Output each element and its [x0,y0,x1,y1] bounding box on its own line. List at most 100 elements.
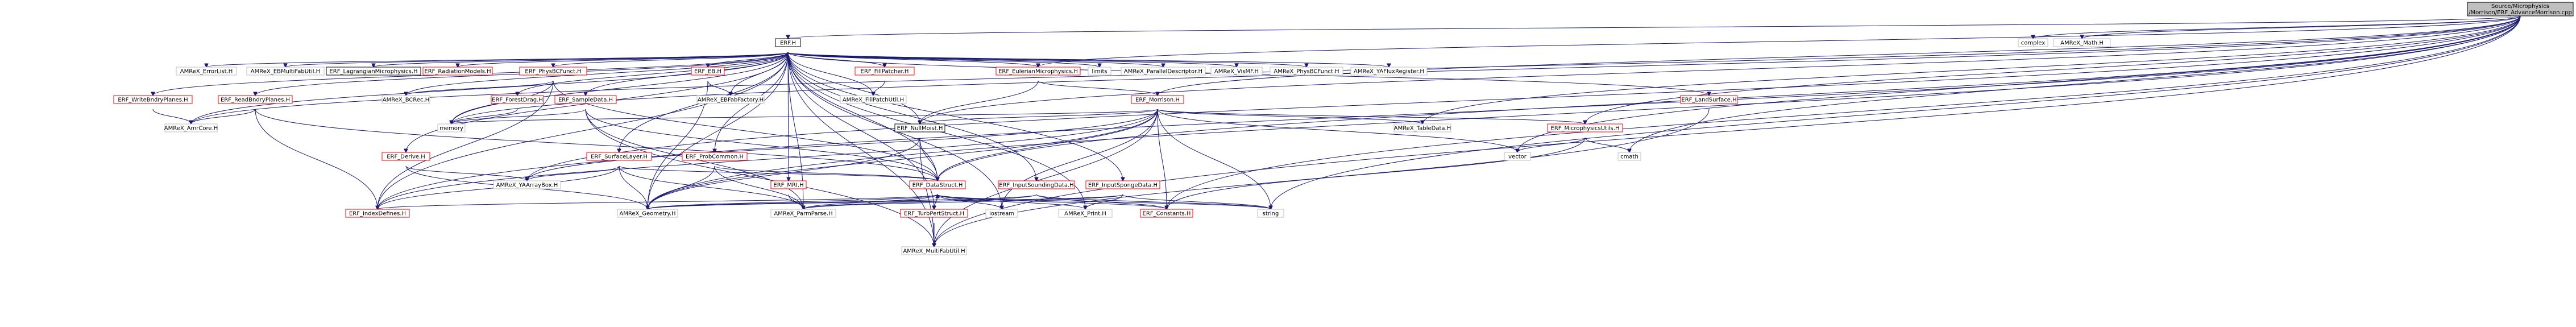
node-label: ERF_ForestDrag.H [492,97,543,104]
include-edge [803,194,938,209]
include-edge [206,52,789,67]
node-geometry[interactable]: AMReX_Geometry.H [617,209,678,218]
node-physbcfunct-erf[interactable]: ERF_PhysBCFunct.H [519,67,587,76]
node-derive[interactable]: ERF_Derive.H [381,152,430,161]
node-errorlist[interactable]: AMReX_ErrorList.H [176,67,237,76]
node-box [1270,67,1343,76]
node-limits[interactable]: limits [1088,67,1111,76]
node-inputsounding[interactable]: ERF_InputSoundingData.H [998,180,1075,189]
node-amrex-math-h[interactable]: AMReX_Math.H [2053,38,2111,47]
node-inputsponge[interactable]: ERF_InputSpongeData.H [1085,180,1160,189]
node-box [770,209,836,218]
node-writebndry[interactable]: ERF_WriteBndryPlanes.H [113,95,193,104]
include-edge [803,194,1037,209]
node-microphysicsutils[interactable]: ERF_MicrophysicsUtils.H [1547,123,1623,133]
node-fillpatcher[interactable]: ERF_FillPatcher.H [854,67,915,76]
node-amrex-print[interactable]: AMReX_Print.H [1058,209,1113,218]
include-edge [458,52,789,67]
node-sampledata[interactable]: ERF_SampleData.H [554,95,617,104]
include-edge [787,52,873,96]
node-label: string [1263,211,1279,217]
node-box [985,209,1018,218]
node-datastruct[interactable]: ERF_DataStruct.H [909,180,966,189]
node-string[interactable]: string [1257,209,1284,218]
node-indexdefines[interactable]: ERF_IndexDefines.H [345,209,410,218]
node-multifabutil[interactable]: AMReX_MultiFabUtil.H [901,246,967,255]
include-edge [707,80,731,96]
node-label: ERF_EB.H [694,69,721,75]
node-box [1680,95,1738,104]
include-edge [920,80,1039,124]
node-box [422,67,493,76]
node-vismf[interactable]: AMReX_VisMF.H [1210,67,1263,76]
node-lagrangian[interactable]: ERF_LagrangianMicrophysics.H [326,67,421,76]
node-box [1350,67,1428,76]
node-radiation[interactable]: ERF_RadiationModels.H [422,67,493,76]
node-complex[interactable]: complex [2018,38,2048,47]
node-label: ERF_LagrangianMicrophysics.H [329,69,417,75]
node-box [1547,123,1623,133]
node-ebfabfactory[interactable]: AMReX_EBFabFactory.H [696,95,765,104]
node-nullmoist[interactable]: ERF_NullMoist.H [894,123,945,133]
node-parmparse[interactable]: AMReX_ParmParse.H [770,209,836,218]
node-box [909,180,966,189]
node-mri[interactable]: ERF_MRI.H [770,180,807,189]
node-cmath[interactable]: cmath [1617,152,1641,161]
node-turbpertstruct[interactable]: ERF_TurbPertStruct.H [900,209,968,218]
node-box [2467,2,2574,16]
node-eb[interactable]: ERF_EB.H [691,67,725,76]
include-edge [255,109,378,209]
node-physbcfunct-amrex[interactable]: AMReX_PhysBCFunct.H [1270,67,1343,76]
node-forestdrag[interactable]: ERF_ForestDrag.H [491,95,544,104]
include-edge [1038,80,1158,96]
include-edge [1002,109,1158,209]
include-edge [787,52,938,181]
node-root[interactable]: Source/Microphysics/Morrison/ERF_Advance… [2467,2,2574,16]
include-edge [378,80,554,209]
dependency-edges [153,15,2521,247]
include-edge [937,194,1271,209]
node-amrcore[interactable]: AMReX_AmrCore.H [164,123,218,133]
node-label: iostream [989,211,1014,217]
node-box [164,123,218,133]
node-ebmultifabutil[interactable]: AMReX_EBMultiFabUtil.H [246,67,325,76]
node-eulerian[interactable]: ERF_EulerianMicrophysics.H [995,67,1081,76]
node-box [493,180,561,189]
node-label: AMReX_EBMultiFabUtil.H [251,69,320,75]
node-label: ERF_SurfaceLayer.H [591,154,648,160]
node-box [1617,152,1641,161]
node-constants[interactable]: ERF_Constants.H [1140,209,1193,218]
node-surfacelayer[interactable]: ERF_SurfaceLayer.H [586,152,652,161]
node-fillpatchutil[interactable]: AMReX_FillPatchUtil.H [840,95,907,104]
node-label: AMReX_Geometry.H [619,211,675,217]
node-landsurface[interactable]: ERF_LandSurface.H [1680,95,1738,104]
include-edge [1158,15,2521,96]
node-erf-h[interactable]: ERF.H [775,38,801,47]
node-bcrec[interactable]: AMReX_BCRec.H [381,95,430,104]
node-vector[interactable]: vector [1504,152,1531,161]
node-label: ERF_ProbCommon.H [686,154,744,160]
include-edge [378,194,938,209]
node-label: ERF.H [780,40,796,47]
include-edge [787,52,1237,67]
node-tabledata[interactable]: AMReX_TableData.H [1393,123,1451,133]
node-morrison[interactable]: ERF_Morrison.H [1131,95,1184,104]
node-readbndry[interactable]: ERF_ReadBndryPlanes.H [218,95,293,104]
include-edge [1585,15,2521,124]
node-yaarraybox[interactable]: AMReX_YAArrayBox.H [493,180,561,189]
node-memory[interactable]: memory [437,123,466,133]
node-label: ERF_RadiationModels.H [424,69,491,75]
node-label: ERF_PhysBCFunct.H [525,69,581,75]
node-label: ERF_MicrophysicsUtils.H [1551,126,1620,132]
include-edge [648,109,1158,209]
node-probcommon[interactable]: ERF_ProbCommon.H [682,152,748,161]
node-label: AMReX_MultiFabUtil.H [903,249,965,255]
include-edge [873,80,885,96]
node-iostream[interactable]: iostream [985,209,1018,218]
node-paralleldescriptor[interactable]: AMReX_ParallelDescriptor.H [1121,67,1206,76]
node-yafluxregister[interactable]: AMReX_YAFluxRegister.H [1350,67,1428,76]
include-edge [553,52,789,67]
node-label: ERF_ReadBndryPlanes.H [221,97,290,104]
include-edge [527,165,620,181]
node-label: ERF_MRI.H [773,183,803,189]
